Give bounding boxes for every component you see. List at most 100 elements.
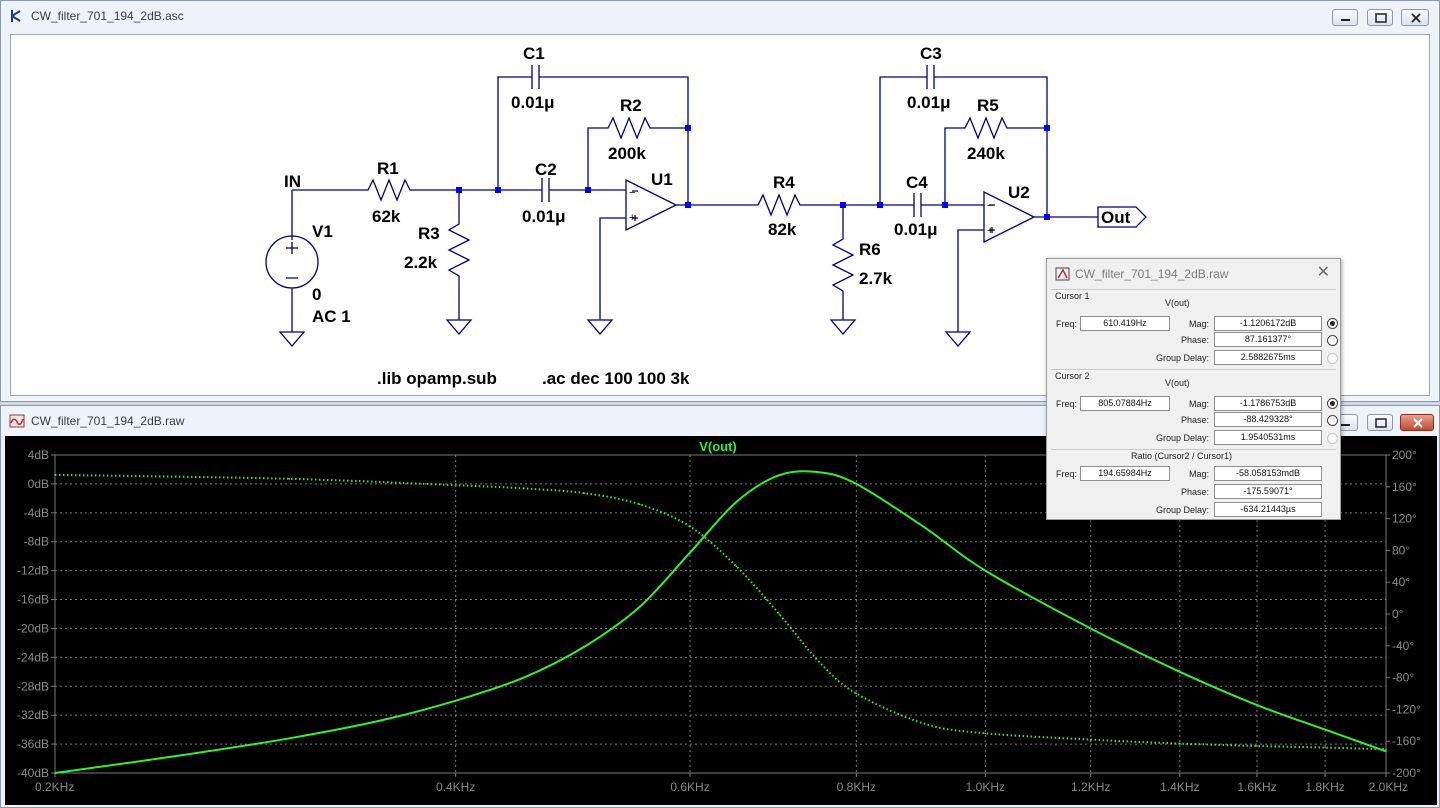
- x-tick-label: 2.0KHz: [1369, 780, 1408, 794]
- magnitude-data-point: [984, 569, 987, 572]
- source-polarity-marks: [286, 242, 298, 279]
- close-button[interactable]: [1401, 9, 1429, 26]
- junction-dot: [685, 125, 691, 131]
- plot-restore-button[interactable]: [1367, 414, 1393, 431]
- cursor1-label: Cursor 1: [1055, 291, 1090, 301]
- x-tick-label: 0.6KHz: [670, 780, 709, 794]
- opamp-u1[interactable]: [625, 178, 678, 232]
- wire-u1-noninv-gnd[interactable]: [599, 217, 626, 320]
- junction-dot: [1044, 125, 1050, 131]
- cursor2-mag-radio[interactable]: [1327, 398, 1338, 409]
- y-tick-label-right: 120°: [1392, 512, 1417, 526]
- phase-data-point: [454, 484, 457, 487]
- schematic-titlebar[interactable]: CW_filter_701_194_2dB.asc: [1, 1, 1439, 31]
- trace-layer: [54, 470, 1387, 774]
- ac-directive[interactable]: .ac dec 100 100 3k: [542, 369, 690, 388]
- capacitor-c3[interactable]: [926, 65, 935, 89]
- y-tick-label-right: -120°: [1392, 702, 1421, 716]
- schematic-canvas[interactable]: IN V1 0 AC 1 R1 62k R3 2.2k C1 0.01μ R2 …: [10, 34, 1430, 396]
- wire-c3-right[interactable]: [934, 76, 1048, 217]
- cursor2-gd-radio: [1327, 433, 1338, 444]
- cursor2-phase-radio[interactable]: [1327, 415, 1338, 426]
- schematic-window-title: CW_filter_701_194_2dB.asc: [31, 9, 184, 23]
- magnitude-data-point: [54, 772, 56, 774]
- phase-data-point: [1324, 746, 1326, 749]
- resistor-r4[interactable]: [688, 193, 880, 217]
- ratio-label: Ratio (Cursor2 / Cursor1): [1131, 451, 1233, 461]
- capacitor-c4[interactable]: [913, 193, 922, 217]
- phase-data-point: [522, 487, 525, 490]
- restore-button[interactable]: [1367, 9, 1393, 26]
- cursor1-mag-field[interactable]: -1.1206172dB: [1214, 316, 1322, 331]
- minimize-button[interactable]: [1332, 9, 1358, 26]
- junction-dot: [456, 187, 462, 193]
- cursor1-freq-field[interactable]: 610.419Hz: [1080, 316, 1170, 331]
- phase-data-point: [984, 732, 987, 735]
- cursor2-phase-field[interactable]: -88.429328°: [1214, 412, 1322, 427]
- y-tick-label-left: 4dB: [28, 448, 49, 462]
- capacitor-c1[interactable]: [531, 65, 540, 89]
- wire-c1-right[interactable]: [539, 76, 689, 205]
- ratio-gd-field[interactable]: -634.21443µs: [1214, 502, 1322, 517]
- magnitude-data-point: [855, 483, 858, 485]
- cursor2-phase-label: Phase:: [1180, 415, 1209, 425]
- resistor-r6[interactable]: [831, 205, 855, 320]
- cursor1-mag-radio[interactable]: [1327, 318, 1338, 329]
- ground-symbol-u2: [944, 331, 972, 347]
- cursor1-trace: V(out): [1165, 298, 1190, 308]
- cursor1-gd-field[interactable]: 2.5882675ms: [1214, 350, 1322, 365]
- cursor2-label: Cursor 2: [1055, 371, 1090, 381]
- x-tick-label: 1.6KHz: [1237, 780, 1276, 794]
- phase-data-point: [735, 565, 738, 568]
- phase-data-point: [689, 525, 691, 528]
- r2-value: 200k: [608, 144, 646, 163]
- wire-c1-left[interactable]: [497, 76, 532, 190]
- cursor1-mag-label: Mag:: [1188, 319, 1209, 329]
- restore-icon: [1375, 13, 1387, 23]
- c1-name: C1: [523, 44, 545, 63]
- u1-inv-sign: −: [629, 187, 635, 199]
- resistor-r2[interactable]: [587, 116, 688, 190]
- lib-directive[interactable]: .lib opamp.sub: [377, 369, 497, 388]
- r5-value: 240k: [967, 144, 1005, 163]
- r3-name: R3: [418, 224, 440, 243]
- ratio-phase-field[interactable]: -175.59071°: [1214, 484, 1322, 499]
- y-tick-label-left: -40dB: [17, 766, 49, 780]
- y-tick-label-left: -12dB: [17, 564, 49, 578]
- y-tick-label-left: -16dB: [17, 593, 49, 607]
- capacitor-c2[interactable]: [541, 178, 550, 202]
- opamp-u2[interactable]: [983, 190, 1036, 244]
- magnitude-data-point: [1324, 728, 1326, 731]
- output-port-flag[interactable]: [1097, 206, 1147, 228]
- junction-dot: [495, 187, 501, 193]
- v1-name: V1: [312, 222, 333, 241]
- phase-data-point: [1089, 738, 1092, 741]
- cursor1-phase-radio[interactable]: [1327, 335, 1338, 346]
- v1-ac-value: AC 1: [312, 307, 351, 326]
- junction-dot: [685, 202, 691, 208]
- u2-name: U2: [1008, 183, 1030, 202]
- cursor2-mag-field[interactable]: -1.1786753dB: [1214, 396, 1322, 411]
- cursor2-freq-field[interactable]: 805.07884Hz: [1080, 396, 1170, 411]
- cursor-readout-dialog[interactable]: CW_filter_701_194_2dB.raw ✕ Cursor 1 V(o…: [1046, 258, 1341, 520]
- magnitude-data-point: [454, 699, 457, 702]
- wire-c3-left[interactable]: [879, 76, 927, 205]
- magnitude-data-point: [183, 754, 185, 756]
- cursor2-gd-field[interactable]: 1.9540531ms: [1214, 430, 1322, 445]
- plot-close-button[interactable]: [1400, 414, 1434, 431]
- trace-title[interactable]: V(out): [699, 439, 737, 454]
- magnitude-trace[interactable]: [54, 470, 1387, 774]
- ratio-freq-field[interactable]: 194.65984Hz: [1080, 466, 1170, 481]
- resistor-r1[interactable]: [352, 178, 422, 202]
- junction-dot: [877, 202, 883, 208]
- resistor-r3[interactable]: [447, 190, 471, 320]
- ground-symbol-u1: [586, 319, 614, 335]
- resistor-r5[interactable]: [944, 116, 1047, 205]
- wire-u2-noninv-gnd[interactable]: [957, 229, 984, 332]
- cursor-dialog-title: CW_filter_701_194_2dB.raw: [1075, 267, 1229, 281]
- cursor1-phase-field[interactable]: 87.161377°: [1214, 332, 1322, 347]
- cursor-dialog-close-icon[interactable]: ✕: [1316, 264, 1330, 281]
- y-tick-label-right: 40°: [1392, 575, 1410, 589]
- magnitude-data-point: [735, 501, 738, 503]
- ratio-mag-field[interactable]: -58.058153mdB: [1214, 466, 1322, 481]
